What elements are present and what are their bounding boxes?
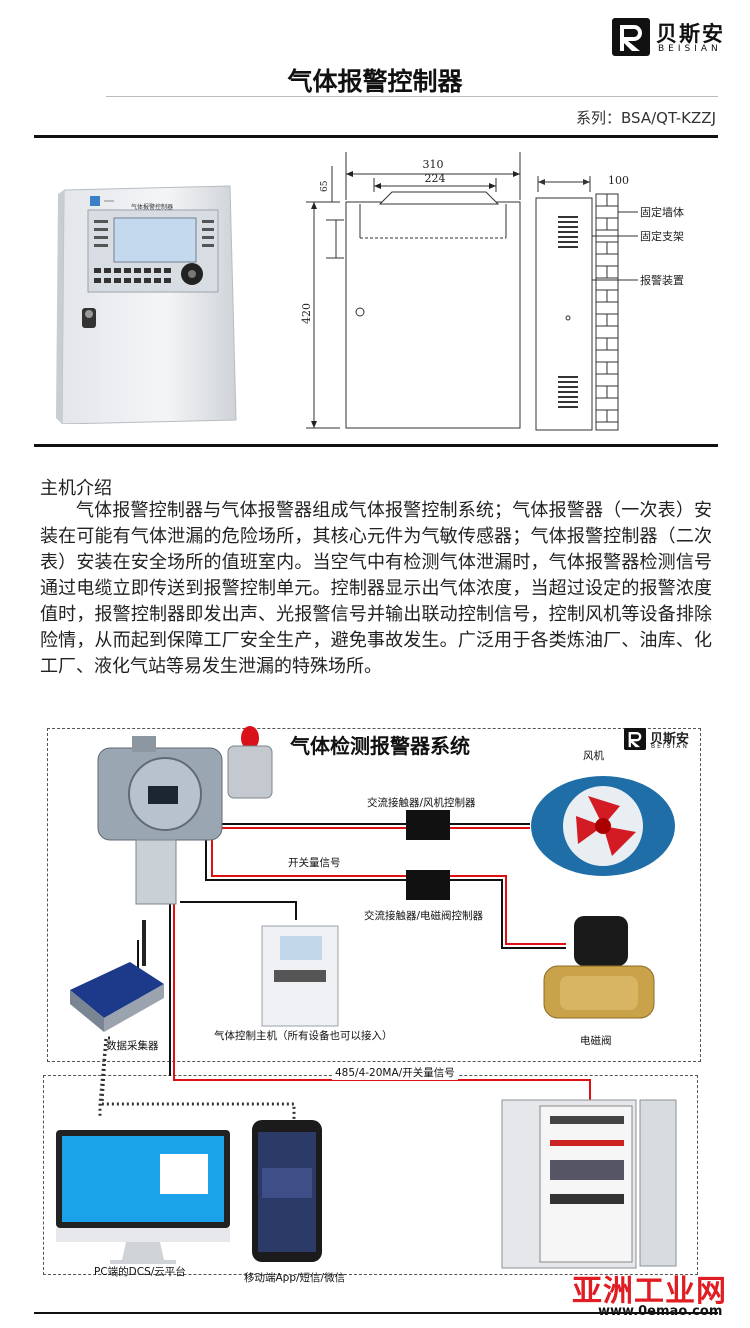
label-contactor-fan: 交流接触器/风机控制器 [367,797,476,809]
intro-heading: 主机介绍 [40,478,112,499]
brand-logo-icon [612,18,650,56]
intro-paragraph: 气体报警控制器与气体报警器组成气体报警控制系统；气体报警器（一次表）安装在可能有… [40,500,712,677]
device-panel-title: 气体报警控制器 [131,203,173,211]
label-contactor-valve: 交流接触器/电磁阀控制器 [364,910,484,922]
title-divider [106,96,718,97]
label-bus: 485/4-20MA/开关量信号 [332,1065,458,1080]
mid-divider [34,444,718,447]
pc-monitor [56,1130,230,1264]
system-logo-name: 贝斯安 [650,732,690,747]
system-title: 气体检测报警器系统 [290,734,470,758]
controller-product-image: 气体报警控制器 [54,182,238,425]
dim-width-inner: 224 [425,172,446,185]
gas-detector [97,736,223,905]
watermark-url: www.0emao.com [598,1304,723,1319]
system-logo-en: BEISIAN [651,743,689,750]
alarm-light [227,726,273,799]
system-diagram [56,726,677,1269]
label-fan: 风机 [583,750,604,762]
label-collector: 数据采集器 [106,1040,159,1052]
contactor-valve [406,870,450,900]
page-title: 气体报警控制器 [287,67,463,96]
watermark-text: 亚洲工业网 [572,1274,727,1309]
label-switch-signal: 开关量信号 [288,857,341,869]
dim-depth: 100 [608,174,629,187]
label-valve: 电磁阀 [580,1035,612,1047]
label-pc: PC端的DCS/云平台 [94,1266,186,1278]
dimension-drawing: 310 224 65 420 100 固定墙体 固定支架 报警装置 [300,152,684,431]
system-box-top [47,728,701,1062]
system-logo-icon [624,728,646,750]
dim-height: 420 [300,303,313,324]
contactor-fan [406,810,450,840]
brand-name-en: BEISIAN [658,44,722,54]
data-collector [70,920,164,1032]
fan [531,776,675,876]
bottom-divider [34,1312,718,1314]
label-mobile: 移动端App/短信/微信 [244,1272,346,1284]
brand-name-cn: 贝斯安 [656,22,725,46]
top-divider [34,135,718,138]
dim-width-total: 310 [423,158,444,171]
mobile-phone [252,1120,322,1262]
series-label: 系列：BSA/QT-KZZJ [576,109,716,127]
control-cabinet [501,1099,677,1269]
label-controller: 气体控制主机（所有设备也可以接入） [214,1030,393,1042]
controller-host [261,925,339,1027]
dim-top-offset: 65 [320,180,330,192]
system-logo: 贝斯安 BEISIAN [624,728,704,752]
solenoid-valve [543,916,655,1019]
callout-wall: 固定墙体 [640,205,684,219]
brand-logo: 贝斯安 BEISIAN [612,18,738,58]
callout-alarm: 报警装置 [640,273,684,287]
callout-bracket: 固定支架 [640,229,684,243]
